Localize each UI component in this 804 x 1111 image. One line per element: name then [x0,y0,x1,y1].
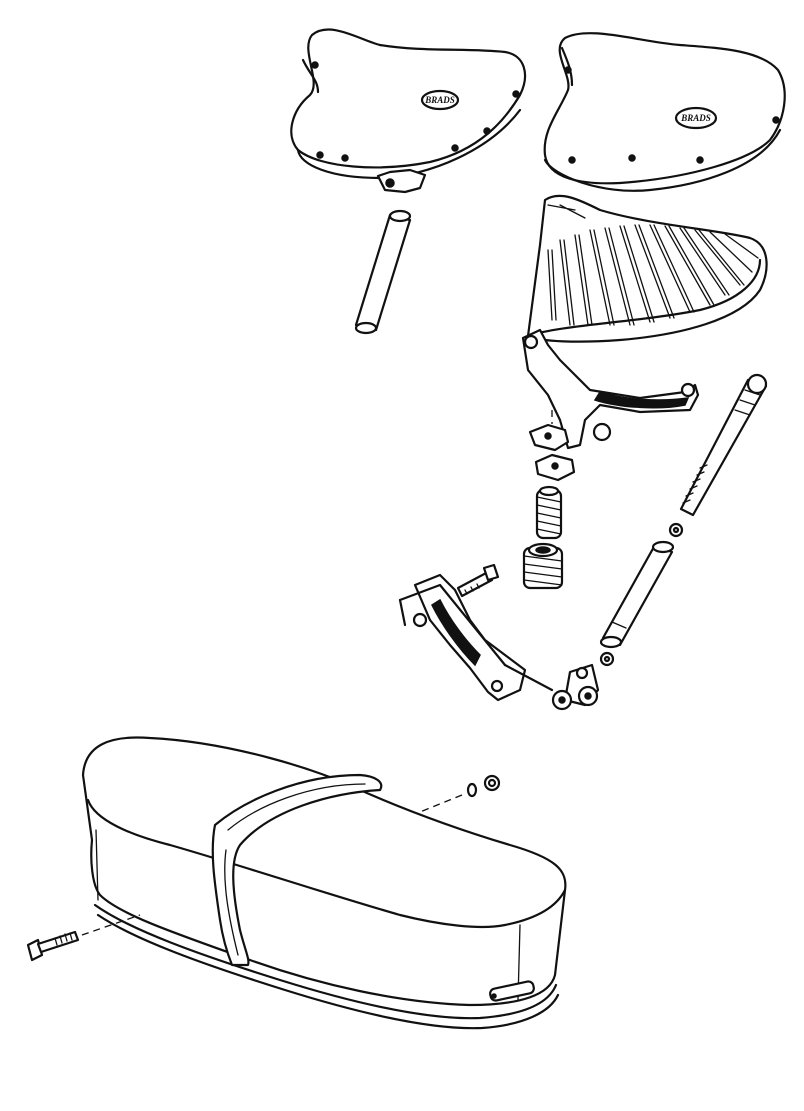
seat-bolt [26,930,80,962]
small-spring [535,485,563,540]
saddle-1-logo: BRADS [424,95,455,105]
tube-sleeve [599,540,675,649]
saddle-clip-bracket [521,328,700,450]
dual-seat [81,736,567,1030]
seat-fix-line-bottom [81,914,141,936]
clamp-nut [534,453,576,482]
hinge-nut [599,651,615,667]
clamp-cap [528,410,570,452]
saddle-cover-1: BRADS [290,28,527,194]
hinge-bracket [398,573,554,702]
saddle-cover-2: BRADS [543,32,786,192]
saddle-2-logo: BRADS [680,113,711,123]
cable-clip [551,663,600,711]
spring-frame [526,194,768,343]
seat-post [354,209,412,335]
washer [668,522,684,538]
long-bolt [679,373,768,517]
seat-fix-line-top [419,794,463,813]
seat-washer [466,782,478,798]
large-spring [522,542,564,590]
seat-nut [483,774,501,792]
hinge-bolt [456,563,500,598]
